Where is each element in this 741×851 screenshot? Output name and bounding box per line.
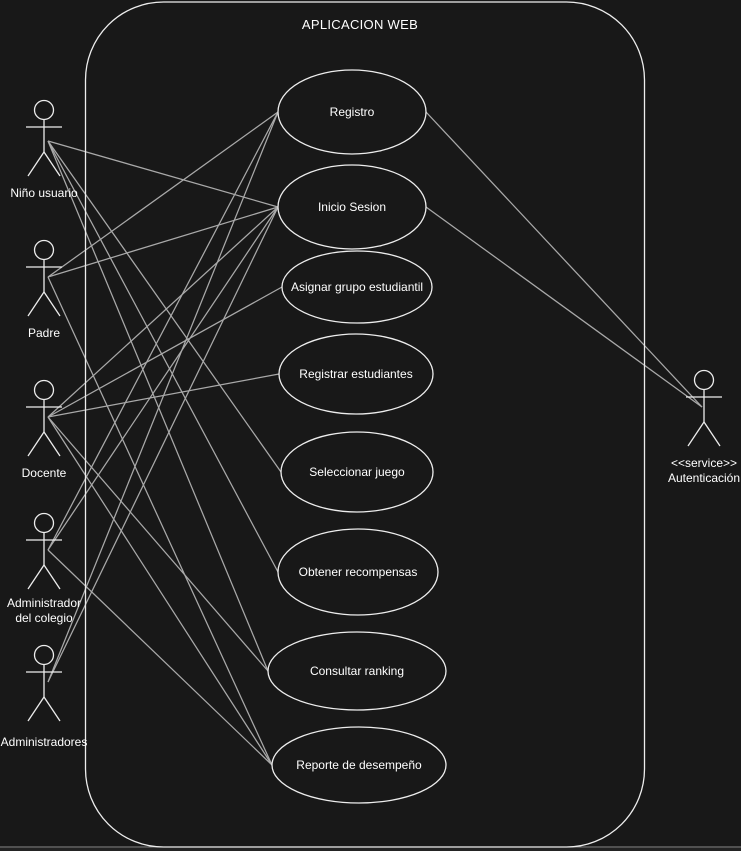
use-case-ellipse-obtener-recompensas[interactable] — [277, 528, 439, 616]
use-case-label-consultar-ranking: Consultar ranking — [310, 664, 404, 678]
association-padre--inicio-sesion[interactable] — [47, 206, 279, 278]
page-footer-band — [0, 848, 741, 851]
actor-leg-left-padre[interactable] — [27, 291, 45, 317]
use-case-ellipse-reporte-de-desempeno[interactable] — [271, 726, 447, 804]
use-case-label-obtener-recompensas: Obtener recompensas — [299, 565, 418, 579]
actor-leg-left-autenticacion[interactable] — [687, 421, 705, 447]
use-case-asignar-grupo-estudiantil[interactable]: Asignar grupo estudiantil — [281, 250, 433, 324]
association-administrador-del-colegio--registro[interactable] — [47, 111, 279, 551]
actor-administradores[interactable]: Administradores — [1, 644, 88, 750]
use-case-registrar-estudiantes[interactable]: Registrar estudiantes — [278, 333, 434, 415]
actor-label-docente-line0: Docente — [22, 466, 67, 480]
association-nino-usuario--obtener-recompensas[interactable] — [47, 140, 279, 573]
system-boundary[interactable]: APLICACION WEB — [84, 1, 646, 848]
association-docente--asignar-grupo-estudiantil[interactable] — [47, 286, 283, 418]
actor-leg-left-nino-usuario[interactable] — [27, 151, 45, 177]
association-docente--consultar-ranking[interactable] — [47, 416, 269, 672]
actor-nino-usuario[interactable]: Niño usuario — [10, 99, 78, 201]
use-case-obtener-recompensas[interactable]: Obtener recompensas — [277, 528, 439, 616]
use-case-label-registrar-estudiantes: Registrar estudiantes — [299, 367, 412, 381]
association-administradores--inicio-sesion[interactable] — [47, 206, 279, 683]
use-case-label-seleccionar-juego: Seleccionar juego — [309, 465, 405, 479]
association-administradores--registro[interactable] — [47, 111, 279, 683]
use-case-ellipse-registrar-estudiantes[interactable] — [278, 333, 434, 415]
use-case-reporte-de-desempeno[interactable]: Reporte de desempeño — [271, 726, 447, 804]
actor-leg-right-autenticacion[interactable] — [703, 421, 721, 447]
use-case-inicio-sesion[interactable]: Inicio Sesion — [277, 164, 427, 250]
use-case-label-registro: Registro — [330, 105, 375, 119]
association-docente--inicio-sesion[interactable] — [47, 206, 279, 418]
actor-label-autenticacion-line0: <<service>> — [671, 456, 737, 470]
actor-docente[interactable]: Docente — [22, 379, 67, 481]
actor-leg-right-nino-usuario[interactable] — [43, 151, 61, 177]
use-case-ellipse-consultar-ranking[interactable] — [267, 631, 447, 711]
actor-autenticacion[interactable]: <<service>>Autenticación — [668, 369, 740, 486]
system-boundary-rect[interactable] — [84, 1, 646, 848]
actor-leg-left-administrador-del-colegio[interactable] — [27, 564, 45, 590]
association-nino-usuario--seleccionar-juego[interactable] — [47, 140, 282, 473]
use-case-label-reporte-de-desempeno: Reporte de desempeño — [296, 758, 422, 772]
use-case-ellipse-registro[interactable] — [277, 69, 427, 155]
actor-leg-right-administradores[interactable] — [43, 696, 61, 722]
actor-label-administrador-del-colegio-line1: del colegio — [15, 611, 73, 625]
use-case-ellipse-asignar-grupo-estudiantil[interactable] — [281, 250, 433, 324]
use-case-label-asignar-grupo-estudiantil: Asignar grupo estudiantil — [291, 280, 423, 294]
use-case-seleccionar-juego[interactable]: Seleccionar juego — [280, 431, 434, 513]
actor-label-autenticacion-line1: Autenticación — [668, 471, 740, 485]
use-case-registro[interactable]: Registro — [277, 69, 427, 155]
use-case-ellipse-seleccionar-juego[interactable] — [280, 431, 434, 513]
association-padre--registro[interactable] — [47, 111, 279, 278]
actor-leg-right-administrador-del-colegio[interactable] — [43, 564, 61, 590]
actor-leg-left-administradores[interactable] — [27, 696, 45, 722]
actor-label-nino-usuario-line0: Niño usuario — [10, 186, 78, 200]
actor-padre[interactable]: Padre — [26, 239, 62, 341]
association-autenticacion--inicio-sesion[interactable] — [425, 206, 703, 408]
use-case-consultar-ranking[interactable]: Consultar ranking — [267, 631, 447, 711]
actor-leg-right-padre[interactable] — [43, 291, 61, 317]
association-autenticacion--registro[interactable] — [425, 111, 703, 408]
association-nino-usuario--inicio-sesion[interactable] — [47, 140, 279, 208]
actor-label-padre-line0: Padre — [28, 326, 60, 340]
actor-label-administradores-line0: Administradores — [1, 735, 88, 749]
system-boundary-title: APLICACION WEB — [302, 17, 418, 32]
actor-leg-left-docente[interactable] — [27, 431, 45, 457]
use-case-label-inicio-sesion: Inicio Sesion — [318, 200, 386, 214]
actor-label-administrador-del-colegio-line0: Administrador — [7, 596, 81, 610]
association-nino-usuario--consultar-ranking[interactable] — [47, 140, 269, 672]
actor-leg-right-docente[interactable] — [43, 431, 61, 457]
use-case-ellipse-inicio-sesion[interactable] — [277, 164, 427, 250]
association-administrador-del-colegio--inicio-sesion[interactable] — [47, 206, 279, 551]
